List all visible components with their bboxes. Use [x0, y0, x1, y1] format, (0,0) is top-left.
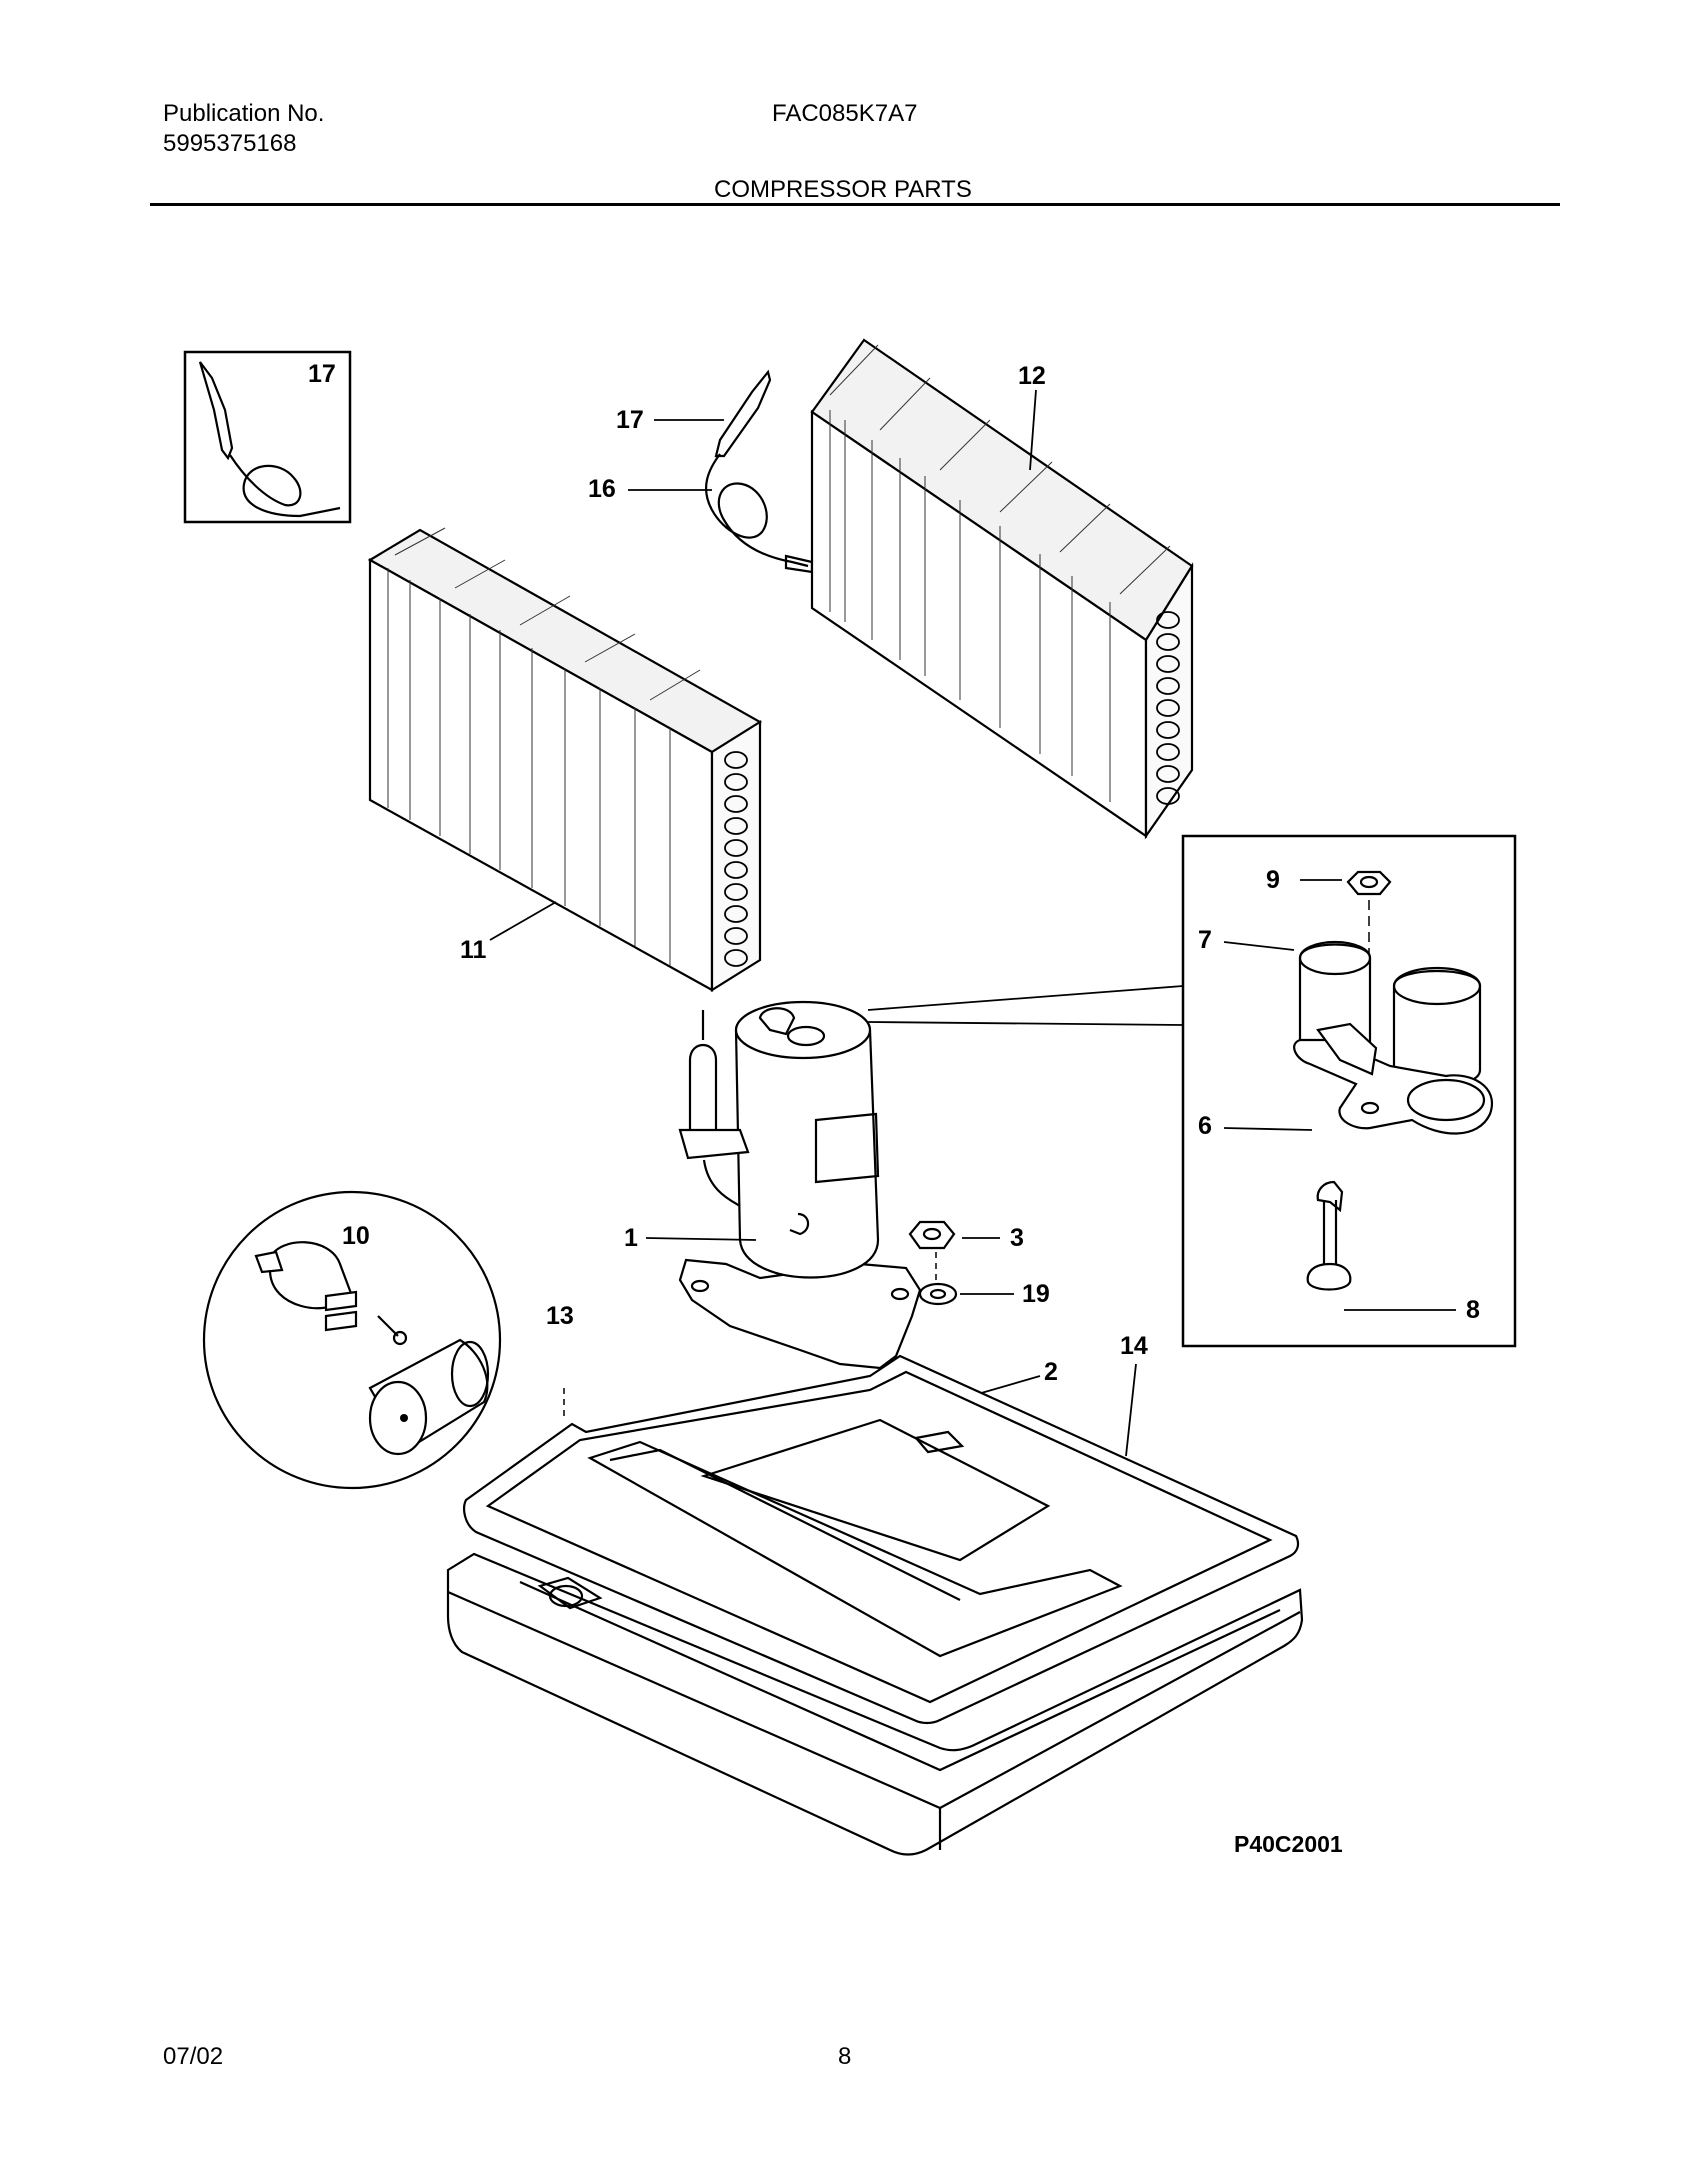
thermistor-inset: 17: [183, 350, 352, 524]
condenser-coil: 12: [810, 338, 1194, 840]
page-number: 8: [838, 2043, 852, 2070]
callout-13: 13: [546, 1302, 574, 1330]
callout-11: 11: [460, 936, 487, 964]
callout-9: 9: [1266, 866, 1280, 894]
thermistor-assembly: 17 16: [588, 369, 814, 574]
publication-label: Publication No.: [163, 100, 325, 127]
callout-12: 12: [1018, 362, 1046, 390]
compressor: 1: [624, 1000, 922, 1370]
callout-16: 16: [588, 475, 616, 503]
base-pan: 14 13: [446, 1302, 1304, 1856]
callout-19: 19: [1022, 1280, 1050, 1308]
capacitor-detail-circle: 10: [202, 1190, 502, 1490]
evaporator-coil: 11: [367, 527, 763, 992]
callout-8: 8: [1466, 1296, 1480, 1324]
callout-6: 6: [1198, 1112, 1212, 1140]
header-rule: [150, 203, 1560, 206]
callout-14: 14: [1120, 1332, 1148, 1360]
callout-10: 10: [342, 1222, 370, 1250]
callout-17-inset: 17: [308, 360, 336, 388]
callout-3: 3: [1010, 1224, 1024, 1252]
overload-detail-box: 9 7 6 8: [867, 834, 1517, 1348]
callout-7: 7: [1198, 926, 1212, 954]
footer-date: 07/02: [163, 2043, 224, 2070]
model-number: FAC085K7A7: [772, 100, 918, 127]
callout-17: 17: [616, 406, 644, 434]
drawing-code: P40C2001: [1234, 1831, 1343, 1857]
section-title: COMPRESSOR PARTS: [714, 176, 972, 203]
publication-number: 5995375168: [163, 130, 297, 157]
callout-2: 2: [1044, 1358, 1058, 1386]
callout-1: 1: [624, 1224, 638, 1252]
